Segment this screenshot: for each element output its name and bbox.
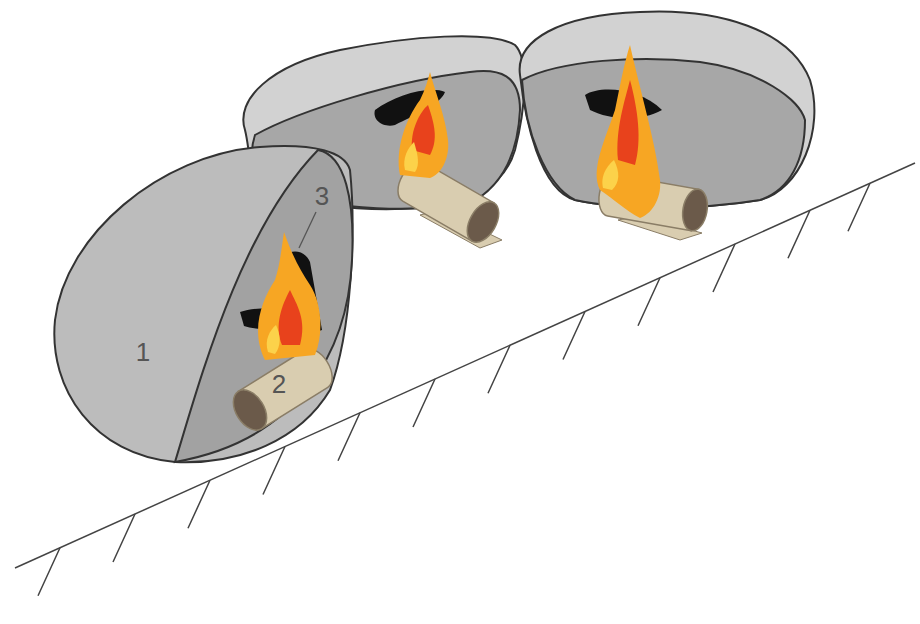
flame — [258, 232, 320, 360]
callout-number: 1 — [136, 339, 150, 365]
flame — [399, 72, 449, 178]
callout-number: 3 — [315, 183, 329, 209]
callout-number: 2 — [272, 371, 286, 397]
stone-left — [54, 146, 352, 462]
leader-line — [299, 212, 316, 248]
stone-right — [520, 12, 815, 208]
flame — [597, 45, 661, 218]
